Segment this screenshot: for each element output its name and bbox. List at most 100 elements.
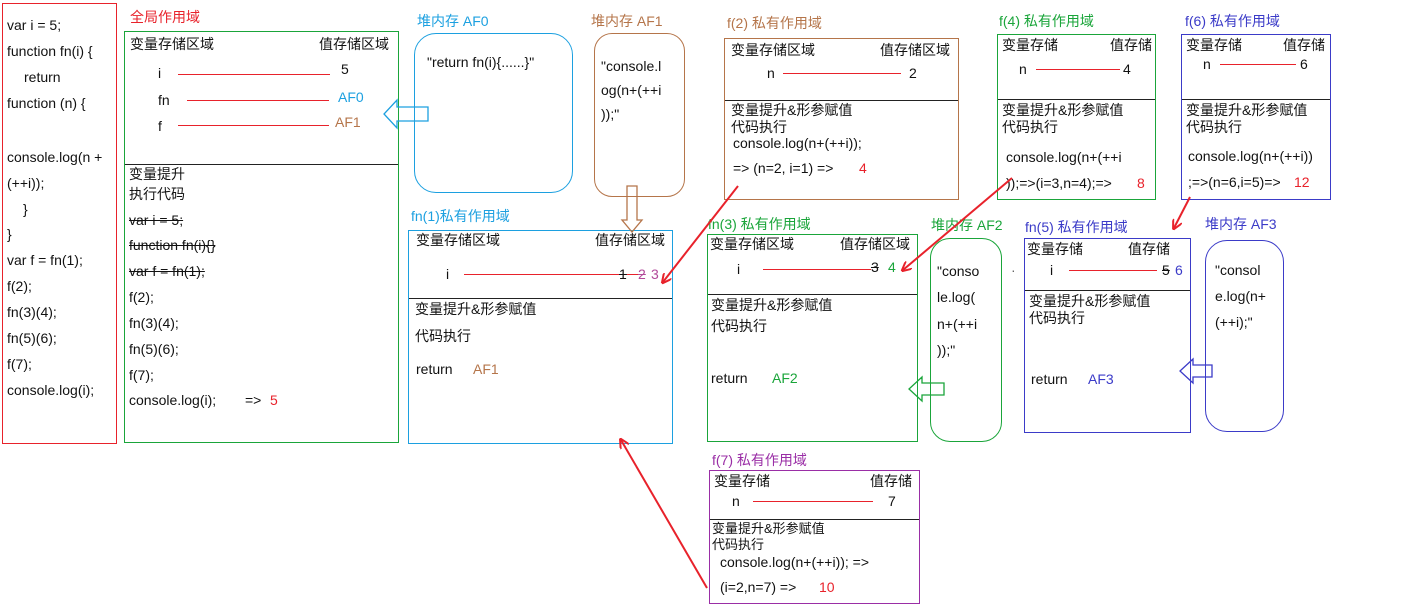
heap-af1-line: ));" — [601, 106, 620, 122]
hollow-arrow-af3 — [1179, 357, 1213, 385]
fn1-return: return — [416, 361, 453, 377]
f6-scope-title: f(6) 私有作用域 — [1185, 13, 1280, 29]
exec-line: function fn(i){} — [129, 237, 216, 253]
heap-af3-line: "consol — [1215, 262, 1261, 278]
code-line: function (n) { — [7, 95, 86, 111]
fn3-return-value: AF2 — [772, 370, 798, 386]
f4-calc: ));=>(i=3,n=4);=> — [1006, 175, 1112, 191]
exec-line: f(7); — [129, 367, 154, 383]
fn3-exec-label: 代码执行 — [711, 318, 767, 334]
fn3-hoist-label: 变量提升&形参赋值 — [711, 297, 833, 313]
fn1-value-old: 1 — [619, 266, 627, 282]
global-var-value: AF0 — [338, 89, 364, 105]
fn1-exec-label: 代码执行 — [415, 328, 471, 344]
heap-af2-line: n+(++i — [937, 316, 978, 332]
global-var-header: 变量存储区域 — [130, 36, 214, 52]
f2-hoist-label: 变量提升&形参赋值 — [731, 102, 853, 118]
f4-scope-box: 变量存储 值存储 n 4 变量提升&形参赋值 代码执行 console.log(… — [997, 34, 1156, 200]
f2-var-name: n — [767, 65, 775, 81]
f7-var-header: 变量存储 — [714, 473, 770, 489]
f7-code: console.log(n+(++i)); => — [720, 554, 870, 570]
fn1-value-current: 3 — [651, 266, 659, 282]
exec-line: f(2); — [129, 289, 154, 305]
fn1-scope-box: 变量存储区域 值存储区域 i 1 2 3 变量提升&形参赋值 代码执行 retu… — [408, 230, 673, 444]
f4-scope-title: f(4) 私有作用域 — [999, 13, 1094, 29]
binding-line — [1220, 64, 1296, 65]
result-value: 5 — [270, 392, 278, 408]
code-line: f(2); — [7, 278, 32, 294]
f6-exec-label: 代码执行 — [1186, 119, 1242, 135]
f2-calc: => (n=2, i=1) => — [733, 160, 834, 176]
f7-var-value: 7 — [888, 493, 896, 509]
divider — [409, 298, 672, 299]
fn5-value-current: 6 — [1175, 262, 1183, 278]
hoist-label: 变量提升 — [129, 166, 185, 182]
f2-result: 4 — [859, 160, 867, 176]
fn3-return: return — [711, 370, 748, 386]
exec-line: var i = 5; — [129, 212, 184, 228]
f2-val-header: 值存储区域 — [880, 42, 950, 58]
global-var-name: i — [158, 65, 162, 81]
dot-mark: · — [1011, 262, 1016, 278]
fn1-var-header: 变量存储区域 — [416, 232, 500, 248]
fn3-scope-title: fn(3) 私有作用域 — [708, 216, 811, 232]
global-var-name: fn — [158, 92, 170, 108]
hollow-arrow-af0 — [383, 98, 429, 130]
fn1-var-name: i — [446, 266, 450, 282]
fn5-return: return — [1031, 371, 1068, 387]
global-var-value: 5 — [341, 61, 349, 77]
exec-label: 执行代码 — [129, 186, 185, 202]
binding-line — [1069, 270, 1157, 271]
f2-exec-label: 代码执行 — [731, 119, 787, 135]
code-line: } — [7, 226, 12, 242]
fn3-var-header: 变量存储区域 — [710, 236, 794, 252]
fn5-val-header: 值存储 — [1128, 241, 1170, 257]
code-line: fn(5)(6); — [7, 330, 57, 346]
code-line: fn(3)(4); — [7, 304, 57, 320]
exec-line: fn(3)(4); — [129, 315, 179, 331]
divider — [1025, 290, 1190, 291]
fn5-scope-title: fn(5) 私有作用域 — [1025, 219, 1128, 235]
f6-hoist-label: 变量提升&形参赋值 — [1186, 102, 1308, 118]
f6-code: console.log(n+(++i)) — [1188, 148, 1313, 164]
arrow-f4-to-fn3 — [903, 177, 1013, 270]
heap-af2-title: 堆内存 AF2 — [931, 217, 1003, 233]
f7-scope-title: f(7) 私有作用域 — [712, 452, 807, 468]
f2-scope-title: f(2) 私有作用域 — [727, 15, 822, 31]
fn3-var-name: i — [737, 261, 741, 277]
global-scope-box: 变量存储区域 值存储区域 i 5 fn AF0 f AF1 变量提升 执行代码 … — [124, 31, 399, 443]
fn3-scope-box: 变量存储区域 值存储区域 i 3 4 变量提升&形参赋值 代码执行 return… — [707, 234, 918, 442]
arrow-f6-to-fn5 — [1174, 196, 1191, 228]
heap-af1-title: 堆内存 AF1 — [591, 13, 663, 29]
binding-line — [783, 73, 901, 74]
fn3-value-old: 3 — [871, 259, 879, 275]
f2-scope-box: 变量存储区域 值存储区域 n 2 变量提升&形参赋值 代码执行 console.… — [724, 38, 959, 200]
fn5-var-header: 变量存储 — [1027, 241, 1083, 257]
fn5-var-name: i — [1050, 262, 1054, 278]
f6-var-header: 变量存储 — [1186, 37, 1242, 53]
heap-af1-line: og(n+(++i — [601, 82, 662, 98]
exec-line: var f = fn(1); — [129, 263, 205, 279]
f6-var-name: n — [1203, 56, 1211, 72]
global-scope-title: 全局作用域 — [130, 9, 200, 25]
code-line: var f = fn(1); — [7, 252, 83, 268]
fn1-val-header: 值存储区域 — [595, 232, 665, 248]
code-line: (++i)); — [7, 175, 45, 191]
global-val-header: 值存储区域 — [319, 36, 389, 52]
heap-af3-title: 堆内存 AF3 — [1205, 216, 1277, 232]
heap-af2-line: ));" — [937, 342, 956, 358]
global-var-name: f — [158, 118, 162, 134]
divider — [710, 519, 919, 520]
f7-scope-box: 变量存储 值存储 n 7 变量提升&形参赋值 代码执行 console.log(… — [709, 470, 920, 604]
binding-line — [464, 274, 644, 275]
divider — [1182, 99, 1330, 100]
hollow-arrow-af2 — [908, 375, 945, 403]
binding-line — [763, 269, 871, 270]
fn1-scope-title: fn(1)私有作用域 — [411, 208, 510, 224]
heap-af0-title: 堆内存 AF0 — [417, 13, 489, 29]
heap-af1-line: "console.l — [601, 58, 662, 74]
heap-af0-box: "return fn(i){......}" — [414, 33, 573, 193]
fn5-value-old: 5 — [1162, 262, 1170, 278]
divider — [125, 164, 398, 165]
